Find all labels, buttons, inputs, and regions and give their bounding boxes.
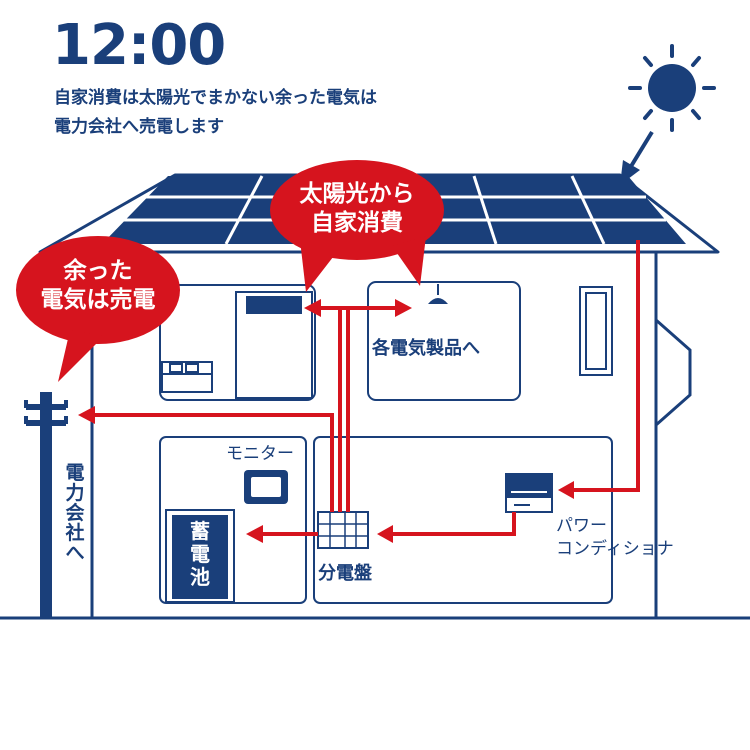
bubble-surplus-text: 余った 電気は売電 bbox=[24, 257, 172, 315]
label-power-conditioner-line-1: パワー bbox=[556, 516, 607, 536]
clock-time: 12:00 bbox=[52, 13, 226, 78]
sun-icon bbox=[628, 44, 716, 132]
bubble-self-consumption-line-1: 太陽光から bbox=[299, 181, 415, 207]
monitor-icon bbox=[244, 470, 288, 504]
bubble-surplus-line-2: 電気は売電 bbox=[40, 286, 156, 313]
description-line-1: 自家消費は太陽光でまかない余った電気は bbox=[54, 88, 377, 108]
label-utility: 電力会社へ bbox=[65, 462, 85, 564]
label-battery: 蓄電池 bbox=[190, 519, 210, 589]
power-flow-arrowheads bbox=[78, 299, 574, 543]
bubble-self-consumption bbox=[270, 160, 444, 292]
label-power-conditioner-line-2: コンディショナ bbox=[556, 538, 674, 559]
bubble-surplus bbox=[16, 236, 180, 382]
label-distribution-board: 分電盤 bbox=[318, 563, 372, 584]
bed-icon bbox=[161, 361, 213, 393]
utility-pole-icon bbox=[24, 392, 68, 618]
label-appliances: 各電気製品へ bbox=[372, 338, 480, 359]
bubble-self-consumption-line-2: 自家消費 bbox=[311, 209, 403, 236]
upstairs-rooms bbox=[159, 281, 613, 401]
description-line-2: 電力会社へ売電します bbox=[54, 117, 224, 137]
label-monitor: モニター bbox=[226, 444, 294, 464]
air-conditioner bbox=[246, 296, 302, 314]
distribution-board-icon bbox=[317, 511, 369, 549]
battery-icon bbox=[165, 509, 235, 603]
bubble-surplus-line-1: 余った bbox=[63, 258, 133, 284]
power-conditioner-icon bbox=[505, 473, 553, 513]
power-flow-lines bbox=[95, 240, 640, 536]
bubble-self-consumption-text: 太陽光から 自家消費 bbox=[286, 180, 428, 238]
label-power-conditioner: パワー コンディショナ bbox=[556, 515, 674, 561]
ceiling-lamp-icon bbox=[428, 284, 448, 304]
